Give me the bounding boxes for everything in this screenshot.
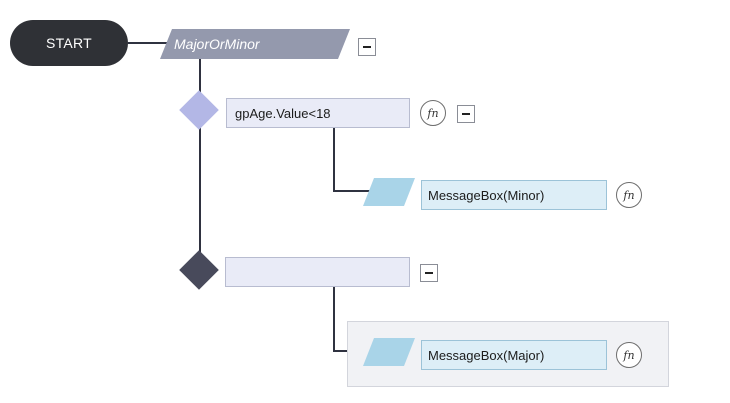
function-collapse-button[interactable] (358, 38, 376, 56)
if-collapse-button[interactable] (457, 105, 475, 123)
connector-main-trunk (199, 59, 201, 284)
statement-marker-minor[interactable] (363, 178, 415, 206)
else-condition-box[interactable] (225, 257, 410, 287)
if-statement-text: MessageBox(Minor) (428, 187, 545, 203)
connector-if-statement (333, 190, 373, 192)
function-header[interactable]: MajorOrMinor (160, 29, 350, 59)
if-condition-box[interactable]: gpAge.Value<18 (226, 98, 410, 128)
minus-icon (363, 46, 371, 48)
connector-else-branch (333, 286, 335, 352)
fn-icon: fn (623, 348, 635, 362)
if-statement-box[interactable]: MessageBox(Minor) (421, 180, 607, 210)
if-diamond[interactable] (179, 90, 219, 130)
function-name: MajorOrMinor (174, 36, 260, 52)
else-statement-fn-button[interactable]: fn (616, 342, 642, 368)
else-collapse-button[interactable] (420, 264, 438, 282)
else-diamond[interactable] (179, 250, 219, 290)
else-statement-text: MessageBox(Major) (428, 347, 545, 363)
fn-icon: fn (623, 188, 635, 202)
if-statement-fn-button[interactable]: fn (616, 182, 642, 208)
connector-if-branch (333, 128, 335, 192)
if-fn-button[interactable]: fn (420, 100, 446, 126)
start-label: START (45, 35, 93, 51)
start-node[interactable]: START (10, 20, 128, 66)
if-condition-text: gpAge.Value<18 (235, 105, 331, 121)
else-statement-box[interactable]: MessageBox(Major) (421, 340, 607, 370)
connector-start-function (128, 42, 168, 44)
minus-icon (425, 272, 433, 274)
minus-icon (462, 113, 470, 115)
fn-icon: fn (427, 106, 439, 120)
